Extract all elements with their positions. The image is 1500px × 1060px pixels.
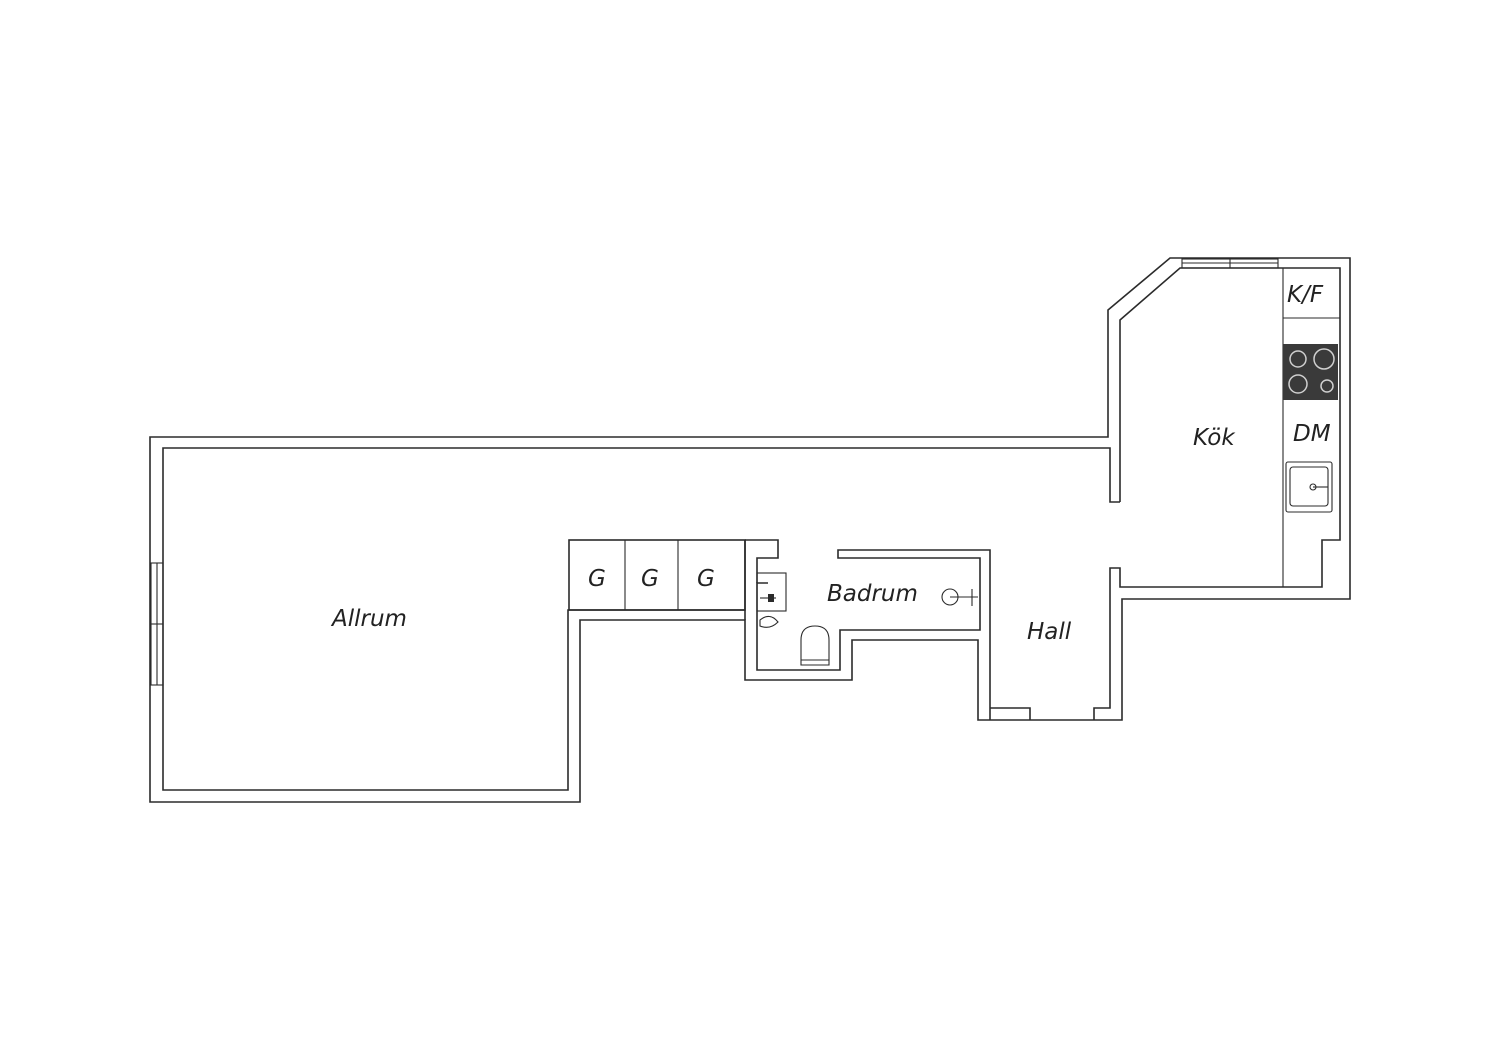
bath-wall-top [744, 539, 779, 620]
inner-wall-allrum [162, 447, 1120, 791]
dishwasher-label: DM [1293, 421, 1331, 447]
room-label-badrum: Badrum [827, 581, 918, 607]
burner-icon [1289, 350, 1307, 368]
corner-sink-icon [759, 615, 779, 628]
closet-label: G [588, 566, 606, 592]
inner-wall-kok [1093, 267, 1341, 720]
room-label-kok: Kök [1193, 425, 1236, 451]
burner-icon [1288, 374, 1308, 394]
hall-wall [756, 549, 1031, 720]
closet-label: G [641, 566, 659, 592]
closet-block [568, 539, 746, 611]
washbasin-fixture [768, 594, 774, 602]
room-label-allrum: Allrum [330, 606, 407, 632]
burner-icon [1320, 379, 1334, 393]
room-label-hall: Hall [1027, 619, 1072, 645]
kitchen-sink-icon [1285, 461, 1333, 513]
washbasin-icon [756, 572, 787, 612]
fridge-freezer-label: K/F [1287, 282, 1324, 308]
closet-label: G [697, 566, 715, 592]
outer-wall [149, 257, 1351, 803]
toilet-icon [800, 625, 830, 666]
burner-icon [1313, 348, 1335, 370]
